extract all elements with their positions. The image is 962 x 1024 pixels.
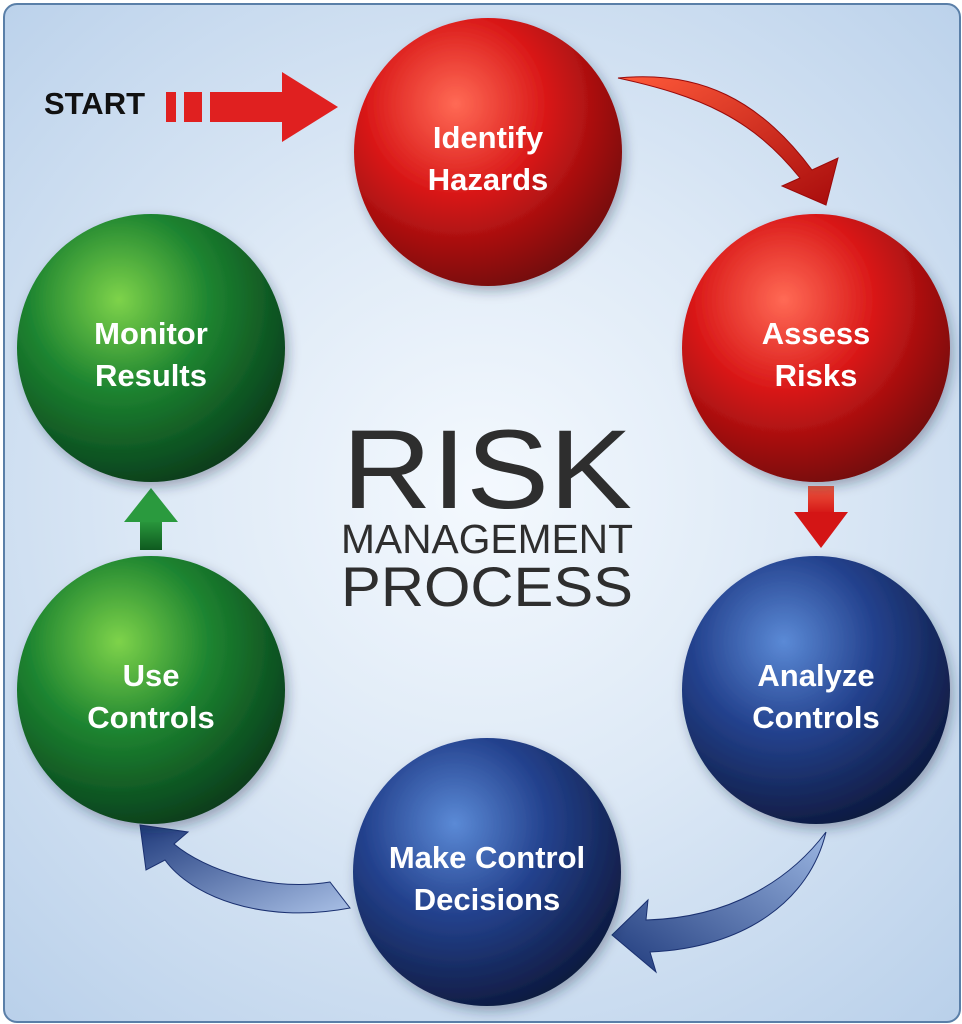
- center-title: RISK MANAGEMENT PROCESS: [341, 407, 633, 618]
- step-make-control-decisions: Make Control Decisions: [353, 738, 621, 1006]
- step-label-line2: Controls: [87, 700, 214, 735]
- step-label-line2: Decisions: [414, 882, 560, 917]
- start-label: START: [44, 86, 145, 121]
- step-label-line2: Hazards: [428, 162, 549, 197]
- step-assess-risks: Assess Risks: [682, 214, 950, 482]
- start-arrow: [166, 72, 338, 142]
- step-label-line2: Controls: [752, 700, 879, 735]
- arrow-assess-to-analyze: [794, 486, 848, 548]
- step-label-line1: Analyze: [757, 658, 874, 693]
- arrow-identify-to-assess: [617, 76, 839, 206]
- title-line-process: PROCESS: [341, 555, 633, 618]
- step-use-controls: Use Controls: [17, 556, 285, 824]
- step-label-line2: Risks: [775, 358, 858, 393]
- step-label-line1: Make Control: [389, 840, 585, 875]
- step-analyze-controls: Analyze Controls: [682, 556, 950, 824]
- step-label-line1: Monitor: [94, 316, 208, 351]
- step-monitor-results: Monitor Results: [17, 214, 285, 482]
- step-label-line1: Identify: [433, 120, 544, 155]
- arrow-analyze-to-decisions: [611, 831, 827, 974]
- step-identify-hazards: Identify Hazards: [354, 18, 622, 286]
- step-label-line1: Assess: [762, 316, 871, 351]
- step-label-line2: Results: [95, 358, 207, 393]
- arrow-decisions-to-use: [139, 824, 351, 914]
- title-line-management: MANAGEMENT: [341, 516, 633, 562]
- title-line-risk: RISK: [342, 407, 632, 532]
- arrow-use-to-monitor: [124, 488, 178, 550]
- step-label-line1: Use: [123, 658, 180, 693]
